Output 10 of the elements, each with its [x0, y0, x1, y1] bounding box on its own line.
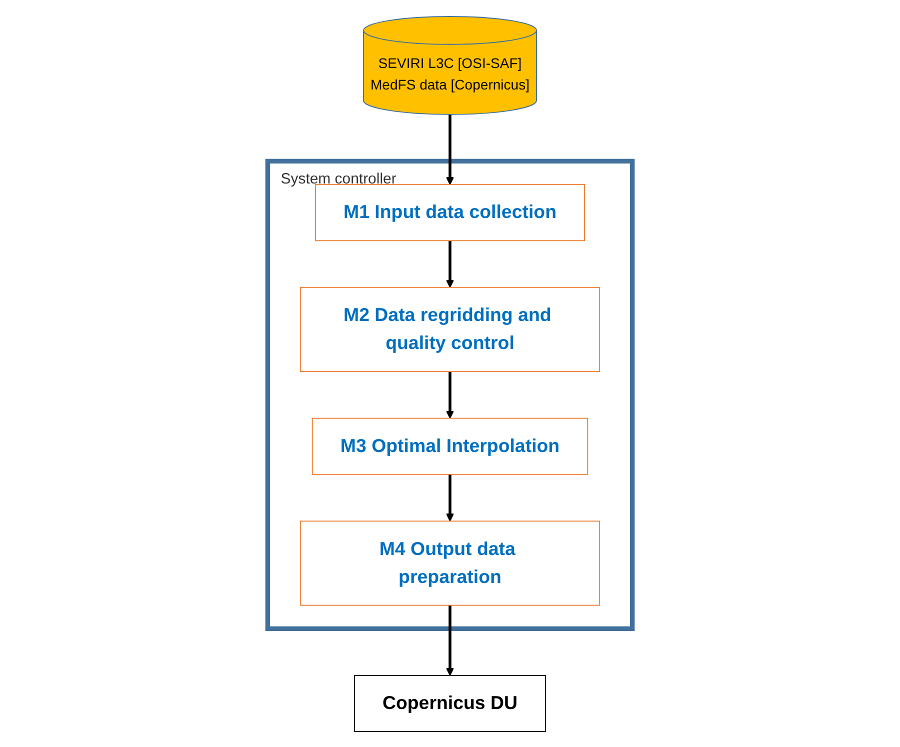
arrow	[446, 371, 454, 418]
node-box: M4 Output data preparation	[300, 520, 600, 606]
arrow	[446, 114, 454, 184]
arrow	[446, 474, 454, 522]
node-box: Copernicus DU	[354, 674, 546, 732]
arrow	[446, 604, 454, 676]
node-box: M1 Input data collection	[315, 184, 585, 241]
node-box: M3 Optimal Interpolation	[312, 417, 588, 474]
arrow	[446, 240, 454, 288]
node-box: M2 Data regridding and quality control	[300, 286, 600, 372]
